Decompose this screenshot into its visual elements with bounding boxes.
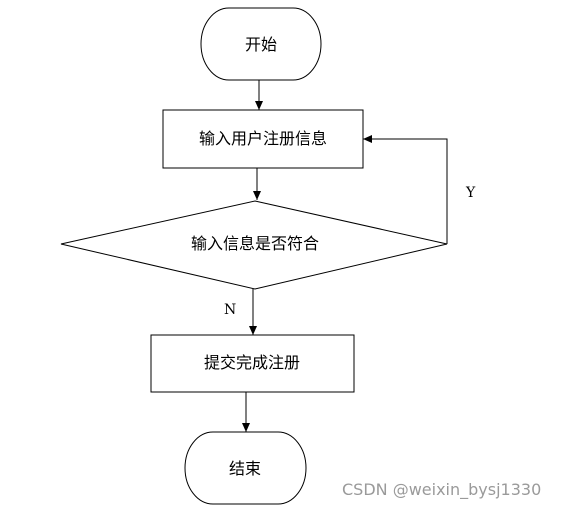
input-process-shape (162, 109, 364, 169)
decision-shape (60, 200, 448, 290)
arrow-yes-loop-to-input (363, 135, 448, 244)
end-node-shape (184, 431, 307, 505)
decision-node: 输入信息是否符合 (60, 200, 448, 290)
no-edge-label: N (224, 302, 236, 318)
submit-process-node: 提交完成注册 (150, 334, 355, 393)
input-process-label: 输入用户注册信息 (199, 129, 327, 148)
yes-edge-label: Y (465, 185, 476, 201)
decision-label: 输入信息是否符合 (191, 234, 319, 253)
end-node-label: 结束 (229, 459, 261, 478)
submit-process-shape (150, 334, 355, 393)
start-node: 开始 (200, 7, 322, 81)
submit-process-label: 提交完成注册 (204, 353, 300, 372)
input-process-node: 输入用户注册信息 (162, 109, 364, 169)
watermark-text: CSDN @weixin_bysj1330 (342, 480, 542, 499)
start-node-label: 开始 (245, 35, 277, 54)
start-node-shape (200, 7, 322, 81)
end-node: 结束 (184, 431, 307, 505)
